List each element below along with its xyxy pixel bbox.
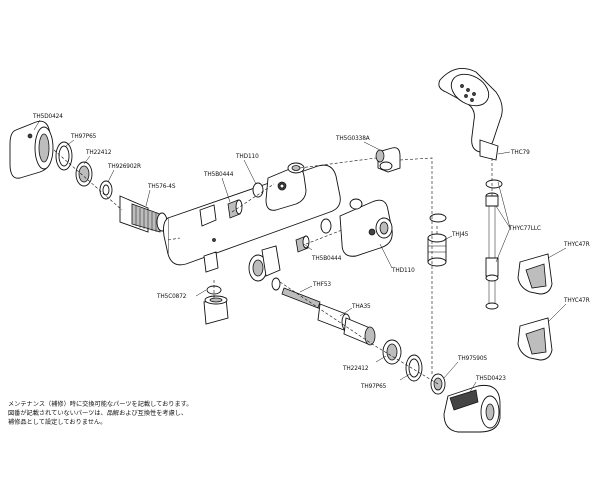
assembly-lines	[53, 149, 493, 385]
note-line-2: 図番が記載されていないパーツは、品解および互換性を考慮し、	[8, 410, 188, 417]
filter-thf53	[281, 287, 321, 309]
label-tha35: THA35	[351, 302, 371, 310]
mixer-valve-body	[163, 164, 341, 282]
label-th22412-bot: TH22412	[342, 364, 369, 372]
washer-thd110-top	[252, 182, 264, 198]
left-end-cap	[9, 120, 54, 179]
label-th5d0423: TH5D0423	[475, 374, 506, 382]
thermo-cartridge	[119, 195, 168, 233]
label-thf53: THF53	[312, 280, 331, 288]
nut-top-left	[75, 161, 93, 187]
label-thyc47r-bottom: THYC47R	[563, 296, 590, 304]
label-th5d0424: TH5D0424	[32, 112, 63, 120]
washer-lower-chain	[271, 277, 281, 291]
adapter-th97590s	[430, 373, 446, 395]
elbow-th5g0338a	[375, 147, 401, 173]
nut-lower	[382, 339, 402, 365]
label-thj45: THJ45	[451, 230, 469, 238]
label-th5b0444-mid: TH5B0444	[311, 254, 342, 262]
nut-th5c0872	[203, 295, 229, 325]
label-th5g0338a: TH5G0338A	[335, 134, 370, 142]
hose-lower-fitting	[485, 257, 499, 310]
note-line-1: メンテナンス（補修）時に交換可能なパーツを記載しております。	[8, 401, 193, 408]
o-ring-top-left	[55, 141, 73, 171]
leader-lines	[33, 119, 567, 393]
label-th97p65-top: TH97P65	[70, 132, 97, 140]
note-line-3: 補修品として設定しておりません。	[8, 419, 107, 426]
label-th22412-top: TH22412	[85, 148, 112, 156]
spindle-tha35	[317, 303, 376, 346]
washer-thj45-ring	[429, 213, 447, 223]
elbow-fitting-mid	[339, 198, 393, 257]
label-thyc47r-top: THYC47R	[563, 240, 590, 248]
elbow-fitting-top	[265, 162, 307, 211]
washer-thc79	[485, 179, 503, 189]
shower-head	[438, 67, 503, 161]
hook-thyc47r-top	[517, 253, 553, 295]
nipple-th5b0444-mid	[295, 235, 310, 253]
hook-thyc47r-bottom	[517, 317, 553, 361]
maintenance-note: メンテナンス（補修）時に交換可能なパーツを記載しております。 図番が記載されてい…	[8, 400, 228, 427]
label-thd110-top: THD110	[235, 152, 259, 160]
o-ring-lower	[405, 354, 423, 382]
nipple-th5b0444-top	[227, 199, 243, 219]
adapter-thj45	[427, 233, 447, 267]
label-th5b0444-top: TH5B0444	[203, 170, 234, 178]
washer-thd110-mid	[320, 218, 332, 234]
handle-th5d0423	[443, 384, 501, 433]
washer-top-left	[99, 180, 113, 200]
label-thd110-mid: THD110	[391, 266, 415, 274]
hose-upper-fitting	[485, 192, 499, 258]
label-thyc77llc: THYC77LLC	[508, 224, 541, 232]
label-th576-4s: TH576-4S	[147, 182, 176, 190]
label-th97590s: TH97590S	[457, 354, 487, 362]
label-th97p65-bot: TH97P65	[360, 382, 387, 390]
label-th926902r: TH926902R	[107, 162, 141, 170]
part-labels: TH5D0424 TH97P65 TH22412 TH926902R TH576…	[32, 112, 590, 390]
label-thc79: THC79	[510, 148, 530, 156]
label-th5c0872: TH5C0872	[156, 292, 187, 300]
